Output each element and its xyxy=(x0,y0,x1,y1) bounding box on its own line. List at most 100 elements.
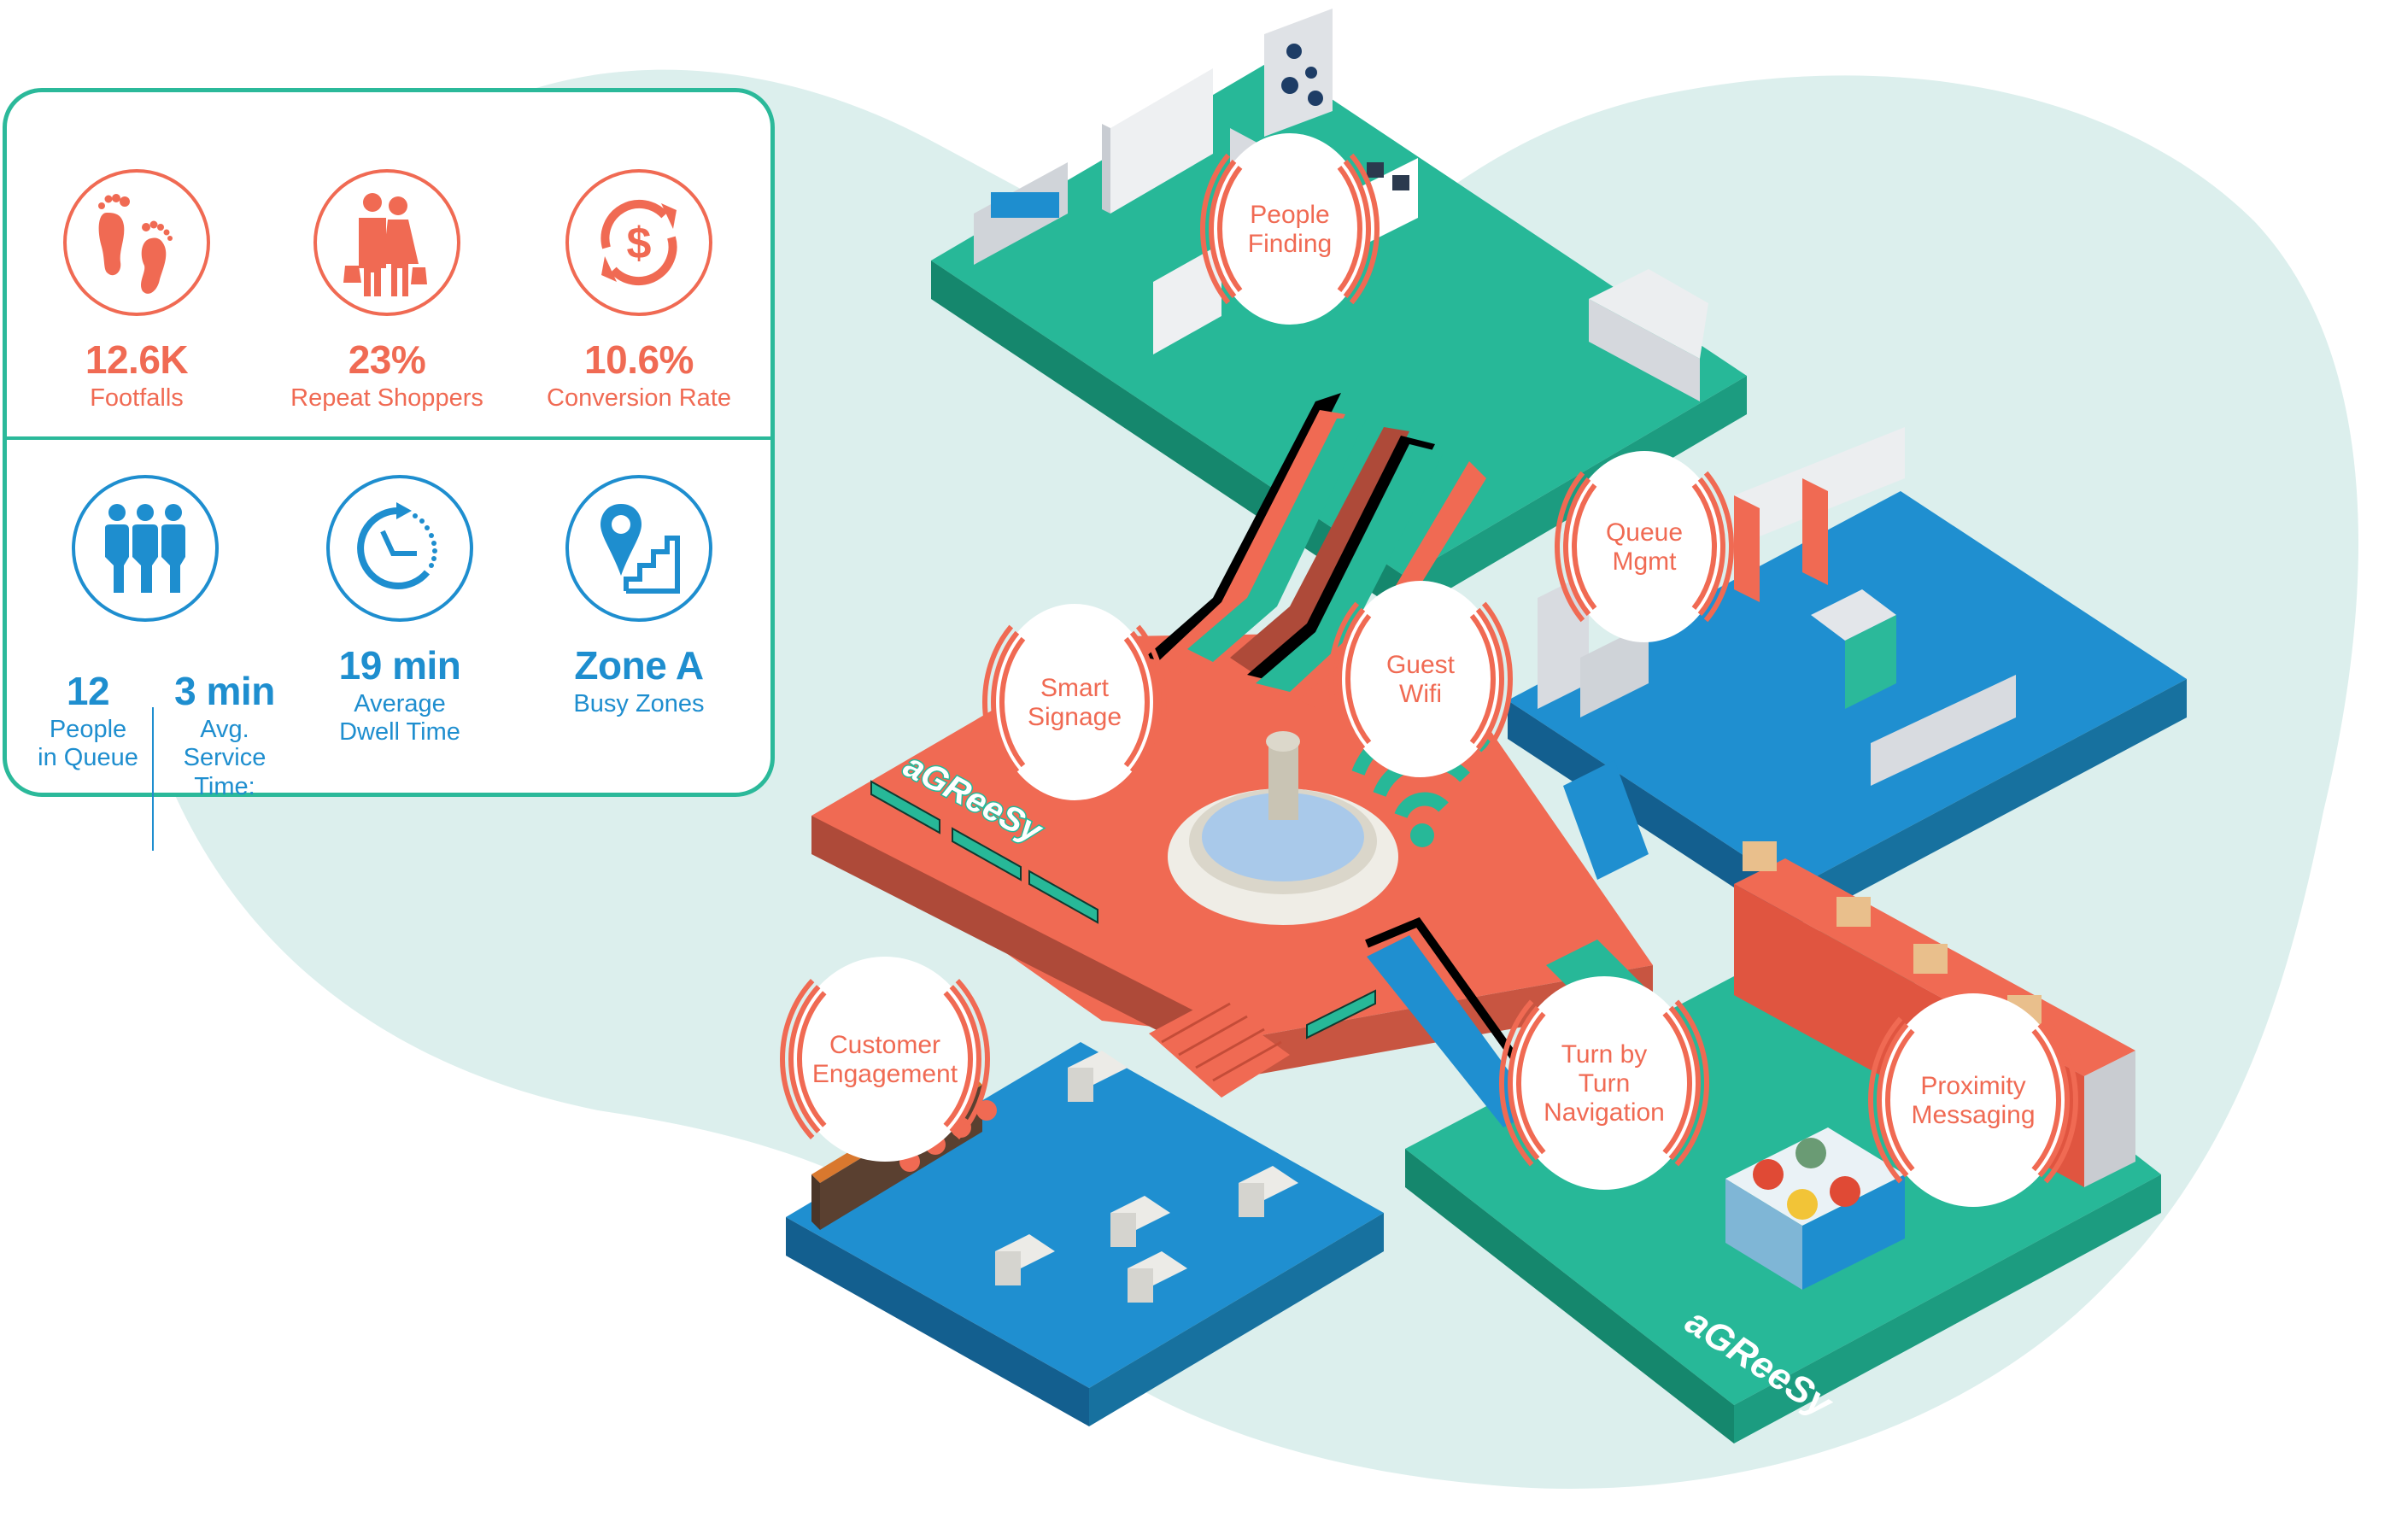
escalator-up xyxy=(1145,393,1486,709)
signal-arc-icon xyxy=(1555,471,1585,623)
repeat-shoppers-label: Repeat Shoppers xyxy=(290,384,483,412)
avg-service-time-label: Avg. Service Time: xyxy=(156,716,293,801)
people-queue-icon xyxy=(72,475,219,622)
signal-arc-icon xyxy=(1885,1028,1915,1172)
signal-arc-icon xyxy=(1481,601,1514,757)
dwell-time-value: 19 min xyxy=(338,643,461,688)
signal-arc-icon xyxy=(1209,159,1237,299)
signal-arc-icon xyxy=(2043,1016,2078,1184)
dwell-time-label-line2: Dwell Time xyxy=(339,718,460,747)
signal-arc-icon xyxy=(1343,159,1371,299)
callout-label: Proximity xyxy=(1920,1072,2025,1100)
conversion-rate-label: Conversion Rate xyxy=(547,384,731,412)
floor-apparel xyxy=(1508,427,2187,927)
avg-service-time-label-line3: Time: xyxy=(194,772,255,800)
people-in-queue-value: 12 xyxy=(66,669,110,713)
signal-arc-icon xyxy=(1337,165,1362,293)
busy-zone-value: Zone A xyxy=(574,643,704,688)
signal-arc-icon xyxy=(1475,607,1504,751)
signal-arc-icon xyxy=(1349,153,1380,305)
signal-arc-icon xyxy=(1662,1011,1692,1155)
stat-dwell-time: 19 min Average Dwell Time xyxy=(310,475,489,747)
signal-arc-icon xyxy=(2037,1022,2070,1178)
panel-divider xyxy=(7,436,770,440)
people-in-queue-label: People in Queue xyxy=(24,716,152,773)
dwell-time-label-line1: Average xyxy=(354,690,446,717)
signal-arc-icon xyxy=(1868,1016,1903,1184)
signal-arc-icon xyxy=(1327,601,1360,757)
signal-arc-icon xyxy=(1697,477,1725,617)
callout-label: Queue xyxy=(1606,518,1683,547)
callout-bubble xyxy=(1339,581,1502,777)
callout-label: Guest xyxy=(1386,651,1456,679)
callout-label: People xyxy=(1250,201,1329,229)
signal-arc-icon xyxy=(1337,607,1366,751)
signal-arc-icon xyxy=(981,624,1014,780)
stat-footfalls: 12.6K Footfalls xyxy=(51,169,222,413)
signal-arc-icon xyxy=(2031,1028,2061,1172)
svg-text:$: $ xyxy=(627,219,652,268)
signal-arc-icon xyxy=(1129,630,1158,774)
people-in-queue-label-line1: People xyxy=(49,716,127,743)
callout-label: Mgmt xyxy=(1613,547,1678,576)
callout-bubble xyxy=(791,957,979,1162)
avg-service-time-label-line2: Service xyxy=(183,744,267,772)
avg-service-time-value: 3 min xyxy=(174,669,275,713)
callout-label: Signage xyxy=(1028,703,1122,731)
signal-arc-icon xyxy=(1345,613,1372,745)
signal-arc-icon xyxy=(1691,483,1717,611)
signal-arc-icon xyxy=(1508,1005,1540,1161)
footfalls-label: Footfalls xyxy=(90,384,184,412)
signal-arc-icon xyxy=(1877,1022,1909,1178)
callout-label: Engagement xyxy=(812,1060,958,1088)
signal-arc-icon xyxy=(1217,165,1243,293)
dollar-cycle-icon: $ xyxy=(565,169,712,316)
avg-service-time-label-line1: Avg. xyxy=(200,716,249,743)
signal-arc-icon xyxy=(1572,483,1597,611)
signal-arc-icon xyxy=(1135,624,1168,780)
signal-arc-icon xyxy=(991,630,1020,774)
signal-arc-icon xyxy=(999,636,1026,768)
conversion-rate-value: 10.6% xyxy=(584,337,694,382)
stat-repeat-shoppers: 23% Repeat Shoppers xyxy=(272,169,502,413)
callout-label: Messaging xyxy=(1911,1101,2035,1129)
stat-people-in-queue: 12 People in Queue xyxy=(24,647,152,773)
signal-arc-icon xyxy=(1674,999,1709,1167)
signal-arc-icon xyxy=(1668,1005,1701,1161)
callout-label: Finding xyxy=(1248,230,1332,258)
callout-label: Wifi xyxy=(1399,680,1442,708)
location-stairs-icon xyxy=(565,475,712,622)
shoppers-couple-icon xyxy=(313,169,460,316)
repeat-shoppers-value: 23% xyxy=(348,337,426,382)
stat-conversion-rate: $ 10.6% Conversion Rate xyxy=(519,169,759,413)
signal-arc-icon xyxy=(1563,477,1591,617)
callout-bubble xyxy=(1510,976,1698,1190)
signal-arc-icon xyxy=(1123,636,1150,768)
signal-arc-icon xyxy=(1200,153,1231,305)
stat-queue xyxy=(68,475,222,622)
stat-avg-service-time: 3 min Avg. Service Time: xyxy=(156,647,293,801)
callout-label: Customer xyxy=(829,1031,940,1059)
signal-arc-icon xyxy=(780,979,815,1139)
signal-arc-icon xyxy=(1703,471,1734,623)
callout-bubble xyxy=(1566,451,1723,642)
people-in-queue-label-line2: in Queue xyxy=(38,744,138,772)
signal-arc-icon xyxy=(1499,999,1534,1167)
queue-divider xyxy=(152,707,154,851)
clock-cycle-icon xyxy=(326,475,473,622)
stats-panel: 12.6K Footfalls 23% Repeat Shoppers xyxy=(3,88,775,851)
dwell-time-label: Average Dwell Time xyxy=(310,690,489,747)
signal-arc-icon xyxy=(788,985,821,1133)
callout-bubble xyxy=(1879,993,2067,1207)
callout-bubble xyxy=(993,604,1156,800)
footprints-icon xyxy=(63,169,210,316)
signal-arc-icon xyxy=(1516,1011,1546,1155)
busy-zone-label: Busy Zones xyxy=(573,690,705,717)
